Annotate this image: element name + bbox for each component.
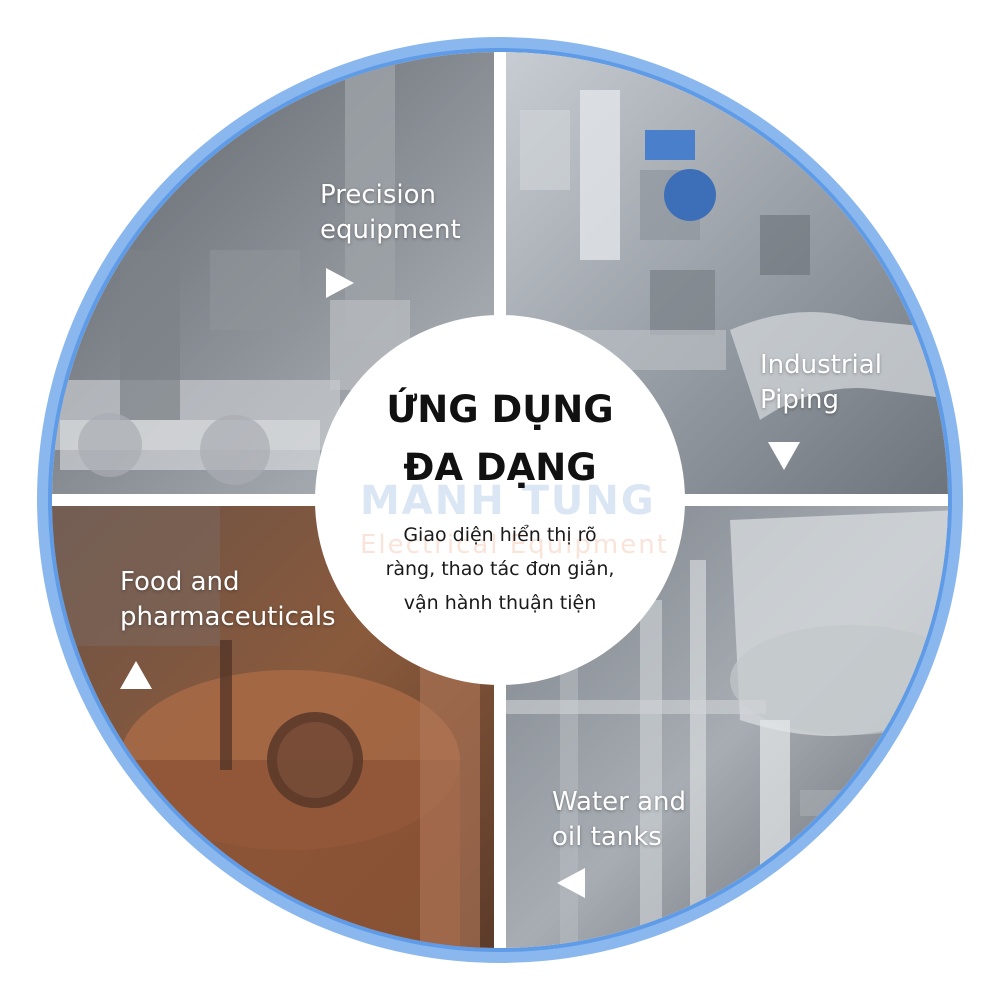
right-arrow-icon xyxy=(326,268,354,298)
watermark-brand: MANH TUNG xyxy=(360,478,656,524)
brand-watermark: MANH TUNG Electrical Equipment xyxy=(360,478,780,560)
center-circle xyxy=(315,315,685,685)
label-industrial-piping: Industrial Piping xyxy=(760,350,882,415)
center-title-line1: ỨNG DỤNG xyxy=(386,388,614,431)
down-arrow-icon xyxy=(768,442,800,470)
label-water-oil-tanks: Water and oil tanks xyxy=(552,787,687,852)
center-title-line2: ĐA DẠNG xyxy=(403,446,597,489)
label-precision-equipment: Precision equipment xyxy=(320,180,461,245)
label-food-pharmaceuticals: Food and pharmaceuticals xyxy=(120,567,336,632)
left-arrow-icon xyxy=(557,868,585,898)
watermark-tagline: Electrical Equipment xyxy=(360,530,669,560)
up-arrow-icon xyxy=(120,661,152,689)
center-subtitle: Giao diện hiển thị rõ ràng, thao tác đơn… xyxy=(385,524,615,614)
